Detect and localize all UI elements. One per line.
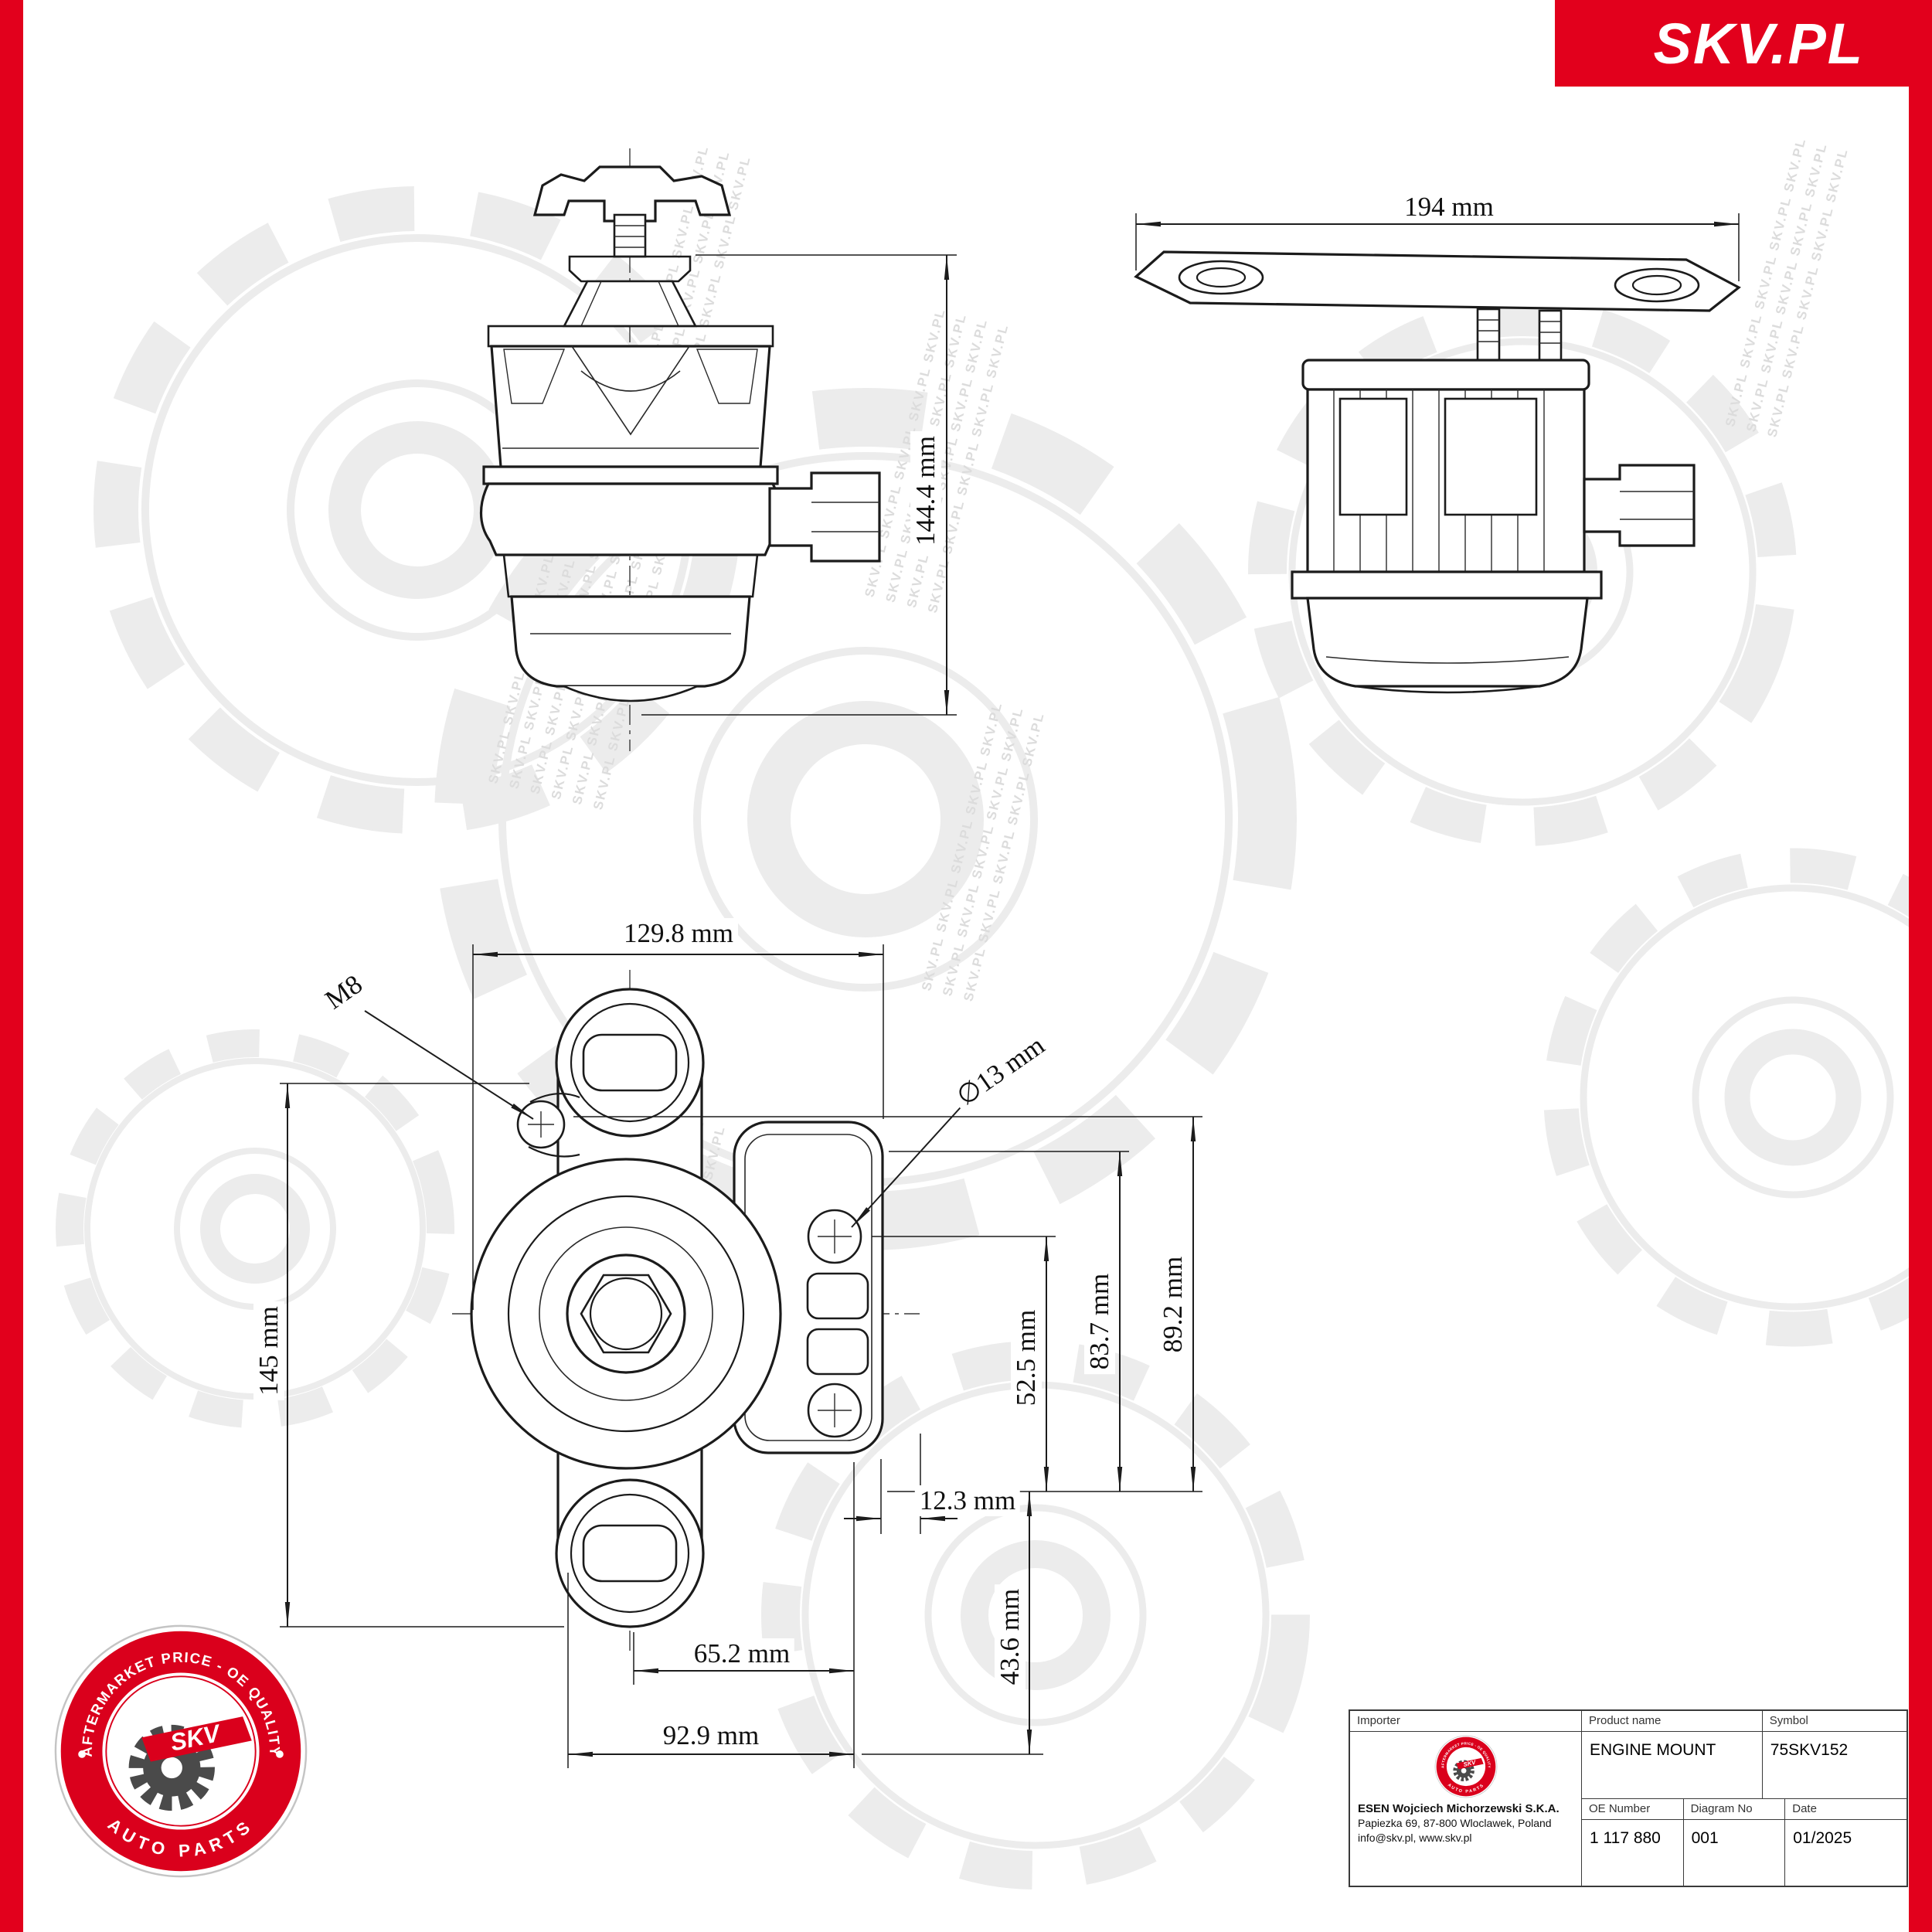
product-cell: Product name ENGINE MOUNT (1582, 1711, 1762, 1798)
dim-front-height: 145 mm (253, 1301, 284, 1400)
symbol-value: 75SKV152 (1770, 1741, 1849, 1759)
brand-logo-block: SKV.PL (1555, 0, 1909, 87)
date-cell: Date 01/2025 (1784, 1798, 1906, 1886)
dim-92-9: 92.9 mm (658, 1720, 764, 1751)
importer-address: Papiezka 69, 87-800 Wloclawek, Poland (1358, 1817, 1552, 1829)
brand-logo-text: SKV.PL (1653, 11, 1864, 76)
info-table: Importer AFTERMARKET PRICE - OE QUALITY … (1349, 1709, 1908, 1887)
importer-contact: info@skv.pl, www.skv.pl (1358, 1832, 1472, 1844)
dim-89-2: 89.2 mm (1158, 1251, 1189, 1358)
dim-65-2: 65.2 mm (689, 1638, 795, 1669)
importer-label: Importer (1350, 1711, 1581, 1732)
dim-43-6: 43.6 mm (995, 1583, 1026, 1690)
importer-logo: AFTERMARKET PRICE - OE QUALITY AUTO PART… (1350, 1732, 1581, 1798)
diagram-no-value: 001 (1691, 1828, 1719, 1847)
quality-stamp: AFTERMARKET PRICE - OE QUALITY AUTO PART… (54, 1624, 308, 1878)
right-accent-bar (1909, 0, 1932, 1932)
symbol-label: Symbol (1762, 1711, 1906, 1732)
importer-company: ESEN Wojciech Michorzewski S.K.A. (1358, 1802, 1560, 1815)
importer-cell: Importer AFTERMARKET PRICE - OE QUALITY … (1350, 1711, 1582, 1886)
skv-banner-text: SKV (1462, 1759, 1476, 1768)
dim-83-7: 83.7 mm (1084, 1268, 1115, 1375)
top-view-drawing (1134, 213, 1741, 694)
front-view-drawing (280, 944, 1202, 1768)
skv-banner: SKV (1455, 1757, 1484, 1770)
dim-top-width: 194 mm (1400, 192, 1498, 223)
product-name-value: ENGINE MOUNT (1590, 1741, 1716, 1759)
oe-number-cell: OE Number 1 117 880 (1582, 1799, 1683, 1886)
side-view-drawing (479, 148, 957, 751)
dim-12-3: 12.3 mm (914, 1485, 1021, 1516)
dim-front-width: 129.8 mm (619, 918, 738, 949)
date-value: 01/2025 (1793, 1828, 1852, 1847)
diagram-no-label: Diagram No (1683, 1799, 1785, 1820)
dim-side-height: 144.4 mm (910, 431, 941, 550)
skv-logo-small: AFTERMARKET PRICE - OE QUALITY AUTO PART… (1434, 1735, 1497, 1798)
product-name-label: Product name (1582, 1711, 1762, 1732)
oe-number-label: OE Number (1582, 1799, 1683, 1820)
oe-number-value: 1 117 880 (1590, 1828, 1661, 1847)
left-accent-bar (0, 0, 23, 1932)
dim-52-5: 52.5 mm (1011, 1304, 1042, 1411)
date-label: Date (1785, 1799, 1906, 1820)
symbol-cell: Symbol 75SKV152 (1761, 1711, 1906, 1798)
diagram-no-cell: Diagram No 001 (1682, 1798, 1785, 1886)
